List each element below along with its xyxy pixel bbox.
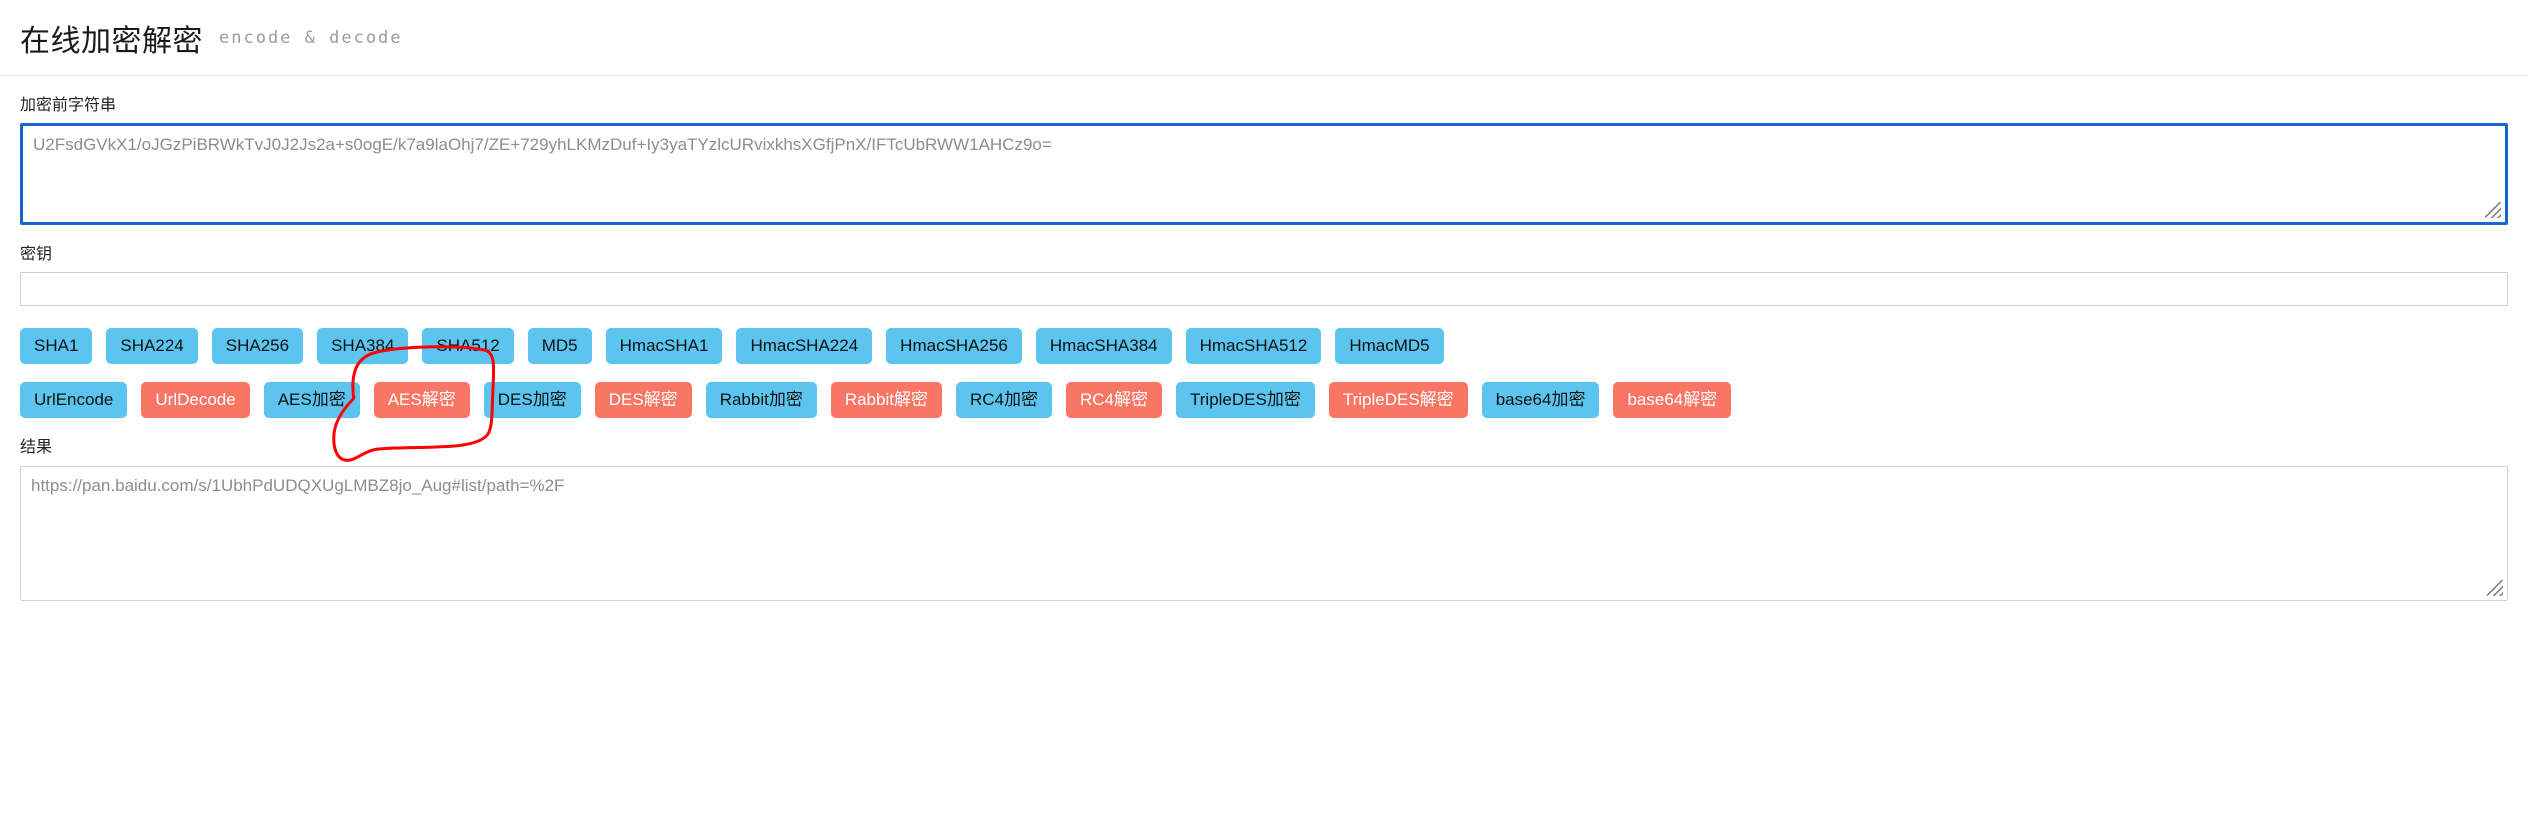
hash-button-0[interactable]: SHA1: [20, 328, 93, 365]
key-input[interactable]: [20, 272, 2508, 307]
cipher-button-6[interactable]: Rabbit加密: [705, 382, 817, 419]
hash-button-5[interactable]: MD5: [527, 328, 592, 365]
cipher-button-7[interactable]: Rabbit解密: [830, 382, 942, 419]
hash-button-4[interactable]: SHA512: [422, 328, 514, 365]
cipher-button-9[interactable]: RC4解密: [1065, 382, 1162, 419]
source-label: 加密前字符串: [20, 97, 117, 114]
hash-button-2[interactable]: SHA256: [211, 328, 304, 365]
page-header: 在线加密解密 encode & decode: [0, 0, 2528, 76]
hash-button-3[interactable]: SHA384: [317, 328, 409, 365]
source-textarea[interactable]: [20, 123, 2508, 226]
main-content: 加密前字符串 密钥 SHA1 SHA224 SHA256 SHA384 SHA512 MD…: [0, 96, 2528, 601]
cipher-button-1[interactable]: UrlDecode: [141, 382, 250, 419]
cipher-button-10[interactable]: TripleDES加密: [1176, 382, 1315, 419]
hash-button-row: SHA1 SHA224 SHA256 SHA384 SHA512 MD5 HmacSHA1 H…: [20, 328, 2508, 365]
result-label: 结果: [20, 439, 53, 457]
cipher-button-5[interactable]: DES解密: [594, 382, 692, 419]
cipher-button-13[interactable]: base64解密: [1613, 382, 1732, 419]
hash-button-6[interactable]: HmacSHA1: [605, 328, 723, 365]
cipher-button-8[interactable]: RC4加密: [955, 382, 1052, 419]
cipher-button-3[interactable]: AES解密: [373, 382, 470, 419]
cipher-button-11[interactable]: TripleDES解密: [1328, 382, 1468, 419]
hash-button-11[interactable]: HmacMD5: [1335, 328, 1444, 365]
cipher-button-row: UrlEncode UrlDecode AES加密 AES解密 DES加密 DES解密 Ra…: [20, 382, 2508, 419]
page-title: 在线加密解密: [20, 24, 203, 58]
cipher-button-0[interactable]: UrlEncode: [20, 382, 128, 419]
hash-button-8[interactable]: HmacSHA256: [886, 328, 1022, 365]
cipher-button-4[interactable]: DES加密: [483, 382, 581, 419]
hash-button-10[interactable]: HmacSHA512: [1185, 328, 1322, 365]
result-textarea-wrap: [20, 465, 2508, 601]
source-textarea-wrap: [20, 123, 2508, 226]
cipher-button-2[interactable]: AES加密: [263, 382, 360, 419]
hash-button-9[interactable]: HmacSHA384: [1035, 328, 1172, 365]
result-textarea[interactable]: [20, 465, 2508, 601]
cipher-button-12[interactable]: base64加密: [1481, 382, 1600, 419]
hash-button-1[interactable]: SHA224: [106, 328, 198, 365]
key-label: 密钥: [20, 246, 53, 264]
page-subtitle: encode & decode: [219, 27, 403, 48]
hash-button-7[interactable]: HmacSHA224: [736, 328, 873, 365]
